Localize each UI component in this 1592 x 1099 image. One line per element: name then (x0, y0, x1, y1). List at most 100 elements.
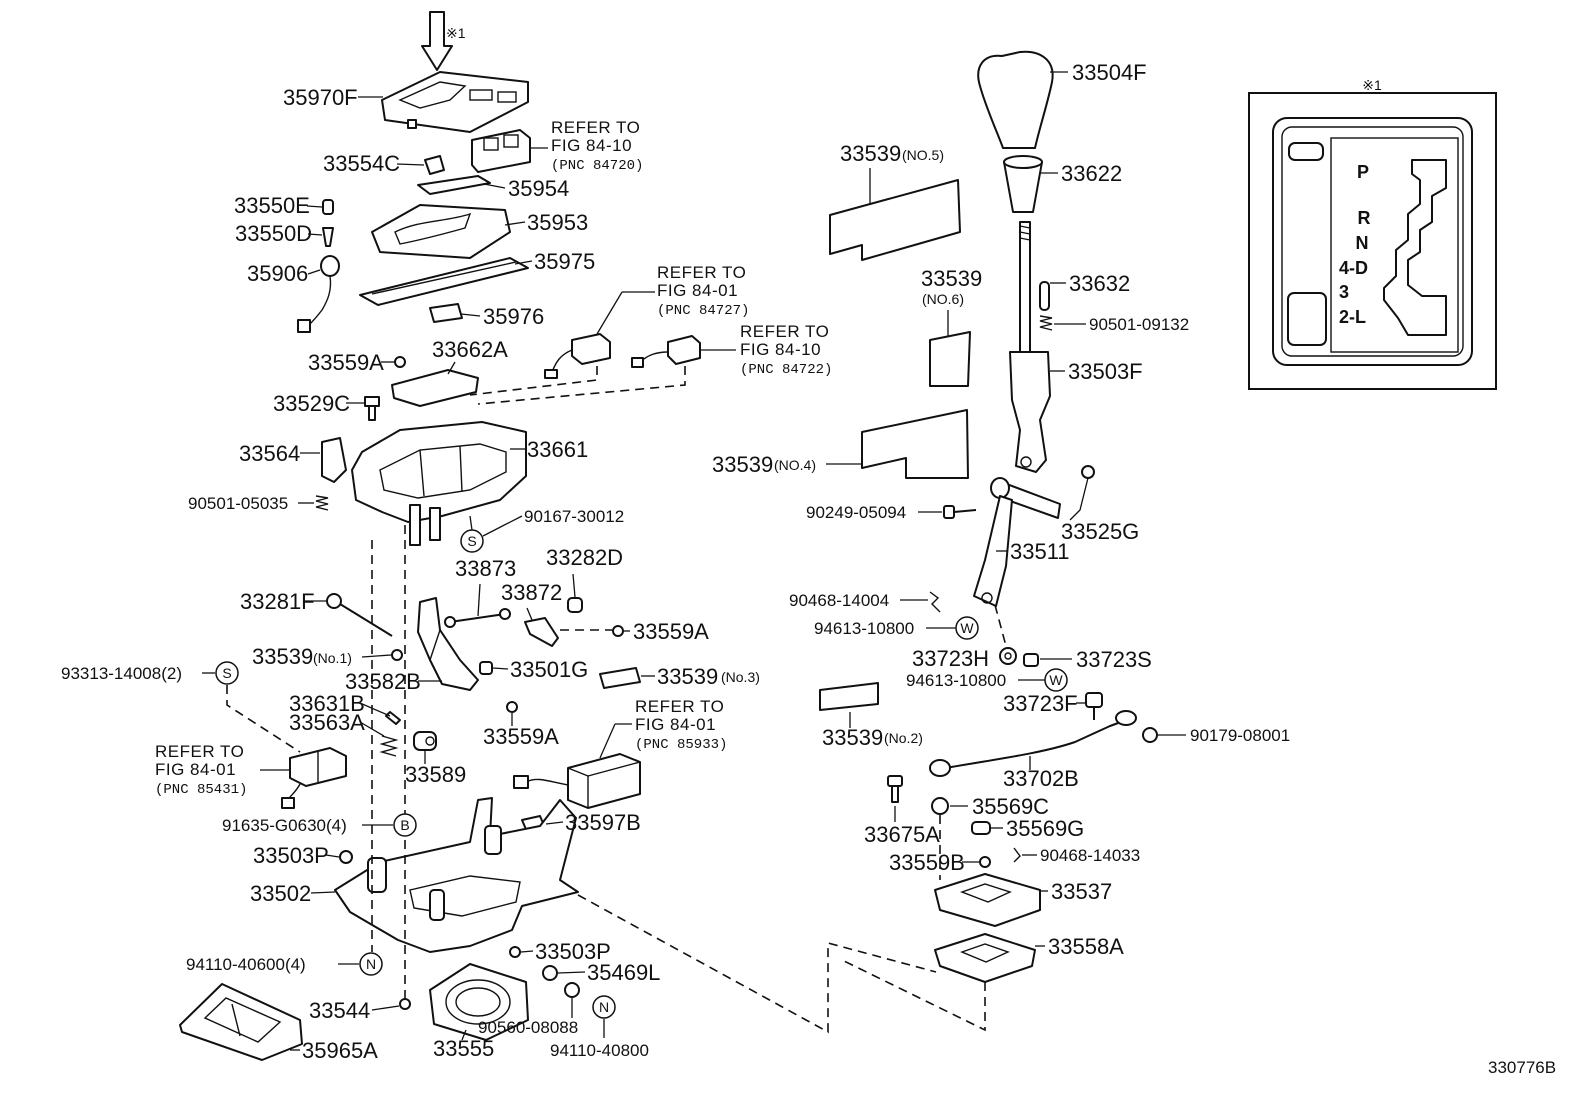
circle-mark-letter: S (467, 533, 476, 549)
part-label: 33631B (289, 691, 365, 716)
part-33872-shape (524, 617, 559, 647)
part-label: 94613-10800 (814, 619, 914, 638)
circle-mark-w: W (955, 616, 979, 640)
part-note: (NO.5) (902, 147, 944, 163)
part-label: 33539 (840, 141, 901, 166)
solenoid-85431-shape (281, 747, 347, 809)
part-33550E-shape (322, 199, 334, 215)
part-33539-no6-shape (929, 331, 971, 387)
part-label: 33555 (433, 1036, 494, 1061)
refer-note-84722: REFER TO FIG 84-10 (PNC 84722) (740, 322, 832, 378)
part-33582B-shape (417, 597, 479, 691)
circle-mark-letter: N (599, 999, 609, 1015)
refer-title: REFER TO (657, 263, 746, 282)
part-33539-no1-shape (391, 649, 403, 661)
part-33539-no5-shape (829, 179, 961, 261)
part-33539-no2-shape (819, 682, 879, 711)
part-33723H-shape (999, 647, 1017, 665)
part-35906-shape (297, 255, 340, 333)
refer-note-85431: REFER TO FIG 84-01 (PNC 85431) (155, 742, 247, 798)
refer-fig: FIG 84-01 (155, 760, 236, 779)
part-label: 33525G (1061, 519, 1139, 544)
ecu-box-85933-shape (513, 723, 641, 809)
part-35976-shape (429, 303, 463, 323)
refer-note-85933: REFER TO FIG 84-01 (PNC 85933) (635, 697, 727, 753)
part-label: 33539 (712, 452, 773, 477)
part-note: (No.2) (884, 730, 923, 746)
arrow-note-mark: ※1 (446, 25, 466, 41)
part-33503P-low-shape (509, 946, 521, 958)
part-label: 33558A (1048, 934, 1124, 959)
shift-gate-slot (1383, 159, 1447, 336)
part-label: 33502 (250, 881, 311, 906)
guide-line (477, 366, 686, 405)
part-33501G-shape (479, 661, 493, 675)
refer-fig: FIG 84-10 (551, 136, 632, 155)
part-33631B-shape (385, 711, 401, 725)
part-label: 33723S (1076, 647, 1152, 672)
circle-mark-n: N (359, 952, 383, 976)
part-note: (NO.6) (922, 291, 964, 307)
refer-note-84720: REFER TO FIG 84-10 (PNC 84720) (551, 118, 643, 174)
refer-title: REFER TO (155, 742, 244, 761)
part-label: 33550E (234, 193, 310, 218)
refer-notes: REFER TO FIG 84-10 (PNC 84720) REFER TO … (155, 118, 832, 798)
part-35569G-shape (971, 821, 991, 835)
part-label: 33550D (235, 221, 312, 246)
part-33537-shape (934, 873, 1041, 927)
part-label: 33511 (1010, 539, 1070, 564)
part-35975-shape (359, 257, 529, 306)
part-label: 35965A (302, 1038, 378, 1063)
part-label: 33503P (253, 843, 329, 868)
part-label: 33539 (921, 266, 982, 291)
part-label: 94110-40800 (550, 1041, 649, 1060)
part-33661-shape (351, 421, 527, 546)
shift-shaft-shape (1019, 221, 1031, 353)
refer-pnc: (PNC 84727) (657, 303, 749, 319)
circle-mark-letter: W (960, 620, 974, 636)
circle-mark-n: N (592, 995, 616, 1019)
figure-id: 330776B (1488, 1058, 1556, 1077)
part-33702B-shape (929, 710, 1137, 777)
part-label: 33501G (510, 657, 588, 682)
part-label: 90501-05035 (188, 494, 288, 513)
part-label: 90501-09132 (1089, 315, 1189, 334)
left-leader-lines (202, 96, 655, 1051)
part-33723S-shape (1023, 653, 1039, 667)
refer-title: REFER TO (740, 322, 829, 341)
gate-position-4d: 4-D (1339, 258, 1368, 278)
part-35954-shape (417, 175, 491, 195)
part-label: 35569G (1006, 816, 1084, 841)
part-label: 33554C (323, 151, 400, 176)
circle-mark-letter: S (222, 665, 231, 681)
part-33563A-shape (379, 735, 399, 757)
part-label: 90179-08001 (1190, 726, 1290, 745)
part-label: 33529C (273, 391, 350, 416)
part-label: 33675A (864, 822, 940, 847)
part-33622-shape (1003, 155, 1043, 213)
part-90468-14004-shape (929, 591, 941, 613)
part-33529C-shape (364, 396, 380, 421)
refer-title: REFER TO (635, 697, 724, 716)
part-35953-shape (371, 204, 511, 259)
part-label: 33539 (657, 664, 718, 689)
inset-window-icon (1288, 142, 1324, 161)
part-label: 33559A (633, 619, 709, 644)
gate-position-2l: 2-L (1339, 307, 1366, 327)
part-label: 35976 (483, 304, 544, 329)
part-note: (NO.4) (774, 457, 816, 473)
part-35970F-shape (381, 71, 529, 133)
part-label: 33661 (527, 437, 588, 462)
refer-fig: FIG 84-01 (657, 281, 738, 300)
part-35965A-shape (179, 983, 303, 1061)
part-33558A-shape (934, 933, 1036, 983)
part-35469L-shape (542, 965, 558, 981)
part-label: 33503F (1068, 359, 1143, 384)
part-label: 33559A (483, 724, 559, 749)
part-33282D-shape (567, 597, 583, 613)
gate-position-n: N (1356, 233, 1369, 253)
part-label: 91635-G0630(4) (222, 816, 347, 835)
part-label: 35970F (283, 85, 358, 110)
part-label: 33563A (289, 710, 365, 735)
part-label: 94613-10800 (906, 671, 1006, 690)
